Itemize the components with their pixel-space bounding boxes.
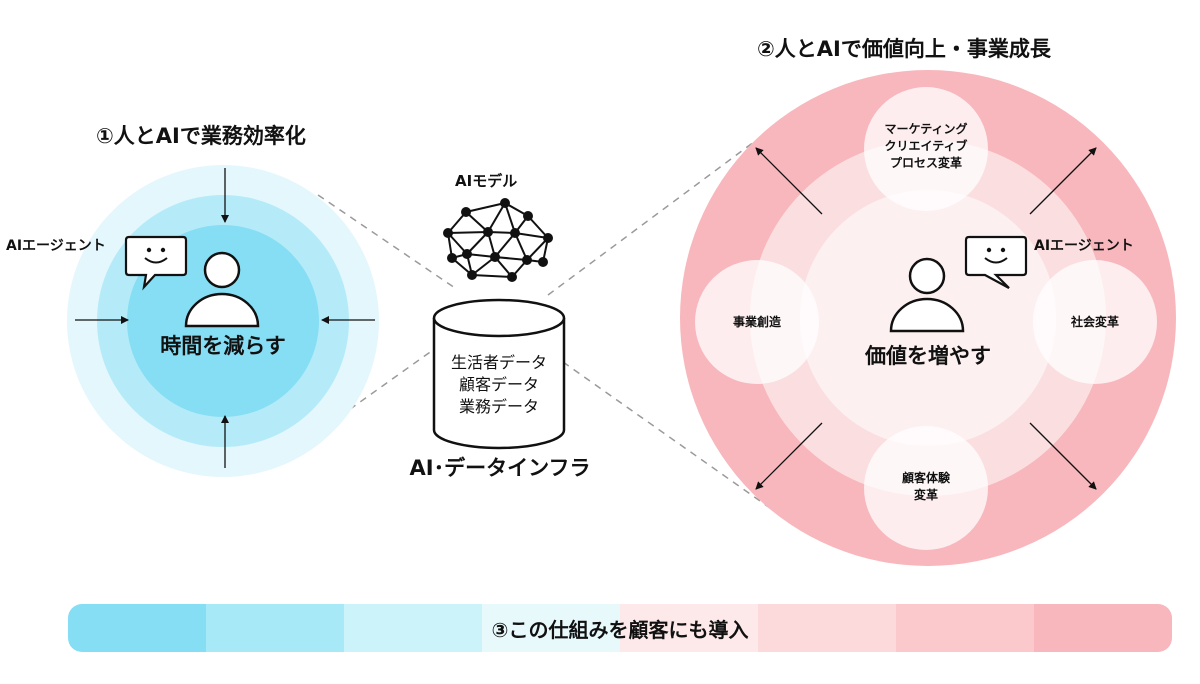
- bar-segment-6: [758, 604, 896, 652]
- database-cylinder-icon: [432, 298, 566, 450]
- bottom-bar-label: ③この仕組みを顧客にも導入: [491, 617, 749, 642]
- right-top-circle-label: マーケティング クリエイティブ プロセス変革: [884, 122, 968, 170]
- right-center-label: 価値を増やす: [865, 344, 991, 368]
- right-chat-bubble-icon: [964, 235, 1028, 289]
- left-agent-label: AIエージェント: [6, 238, 106, 254]
- left-chat-bubble-icon: [124, 235, 188, 291]
- bar-segment-1: [68, 604, 206, 652]
- right-outward-arrows: [755, 147, 1097, 490]
- bar-segment-8: [1034, 604, 1172, 652]
- right-agent-label: AIエージェント: [1034, 238, 1134, 254]
- left-heading: ①人とAIで業務効率化: [96, 124, 306, 148]
- bar-segment-5: [620, 604, 758, 652]
- bar-segment-2: [206, 604, 344, 652]
- bar-segment-3: [344, 604, 482, 652]
- bottom-gradient-bar: ③この仕組みを顧客にも導入: [68, 604, 1172, 652]
- right-person-icon: [889, 257, 965, 333]
- right-left-circle: [695, 260, 819, 384]
- infra-label: AI･データインフラ: [409, 456, 591, 480]
- right-top-circle: [864, 87, 988, 211]
- ai-model-label: AIモデル: [455, 172, 518, 190]
- right-bottom-circle: [864, 426, 988, 550]
- left-person-icon: [184, 251, 260, 328]
- ai-model-nodes: [443, 198, 553, 282]
- database-contents: 生活者データ 顧客データ 業務データ: [450, 353, 547, 416]
- left-center-label: 時間を減らす: [160, 334, 286, 358]
- right-heading: ②人とAIで価値向上・事業成長: [757, 37, 1051, 61]
- bar-segment-4: [482, 604, 620, 652]
- bar-segment-7: [896, 604, 1034, 652]
- right-right-circle: [1033, 260, 1157, 384]
- left-inward-arrows: [75, 168, 375, 468]
- dashed-connectors: [317, 129, 771, 509]
- right-left-circle-label: 事業創造: [732, 315, 781, 329]
- right-right-circle-label: 社会変革: [1070, 315, 1119, 329]
- right-bottom-circle-label: 顧客体験 変革: [901, 471, 950, 502]
